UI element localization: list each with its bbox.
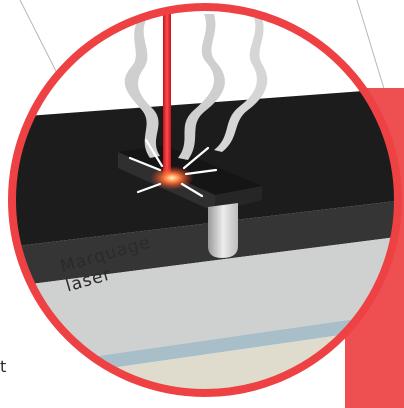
cropped-text: t bbox=[0, 357, 6, 376]
leader-line-right bbox=[357, 0, 385, 92]
laser-beam bbox=[163, 0, 171, 175]
cut-hole bbox=[208, 203, 238, 258]
